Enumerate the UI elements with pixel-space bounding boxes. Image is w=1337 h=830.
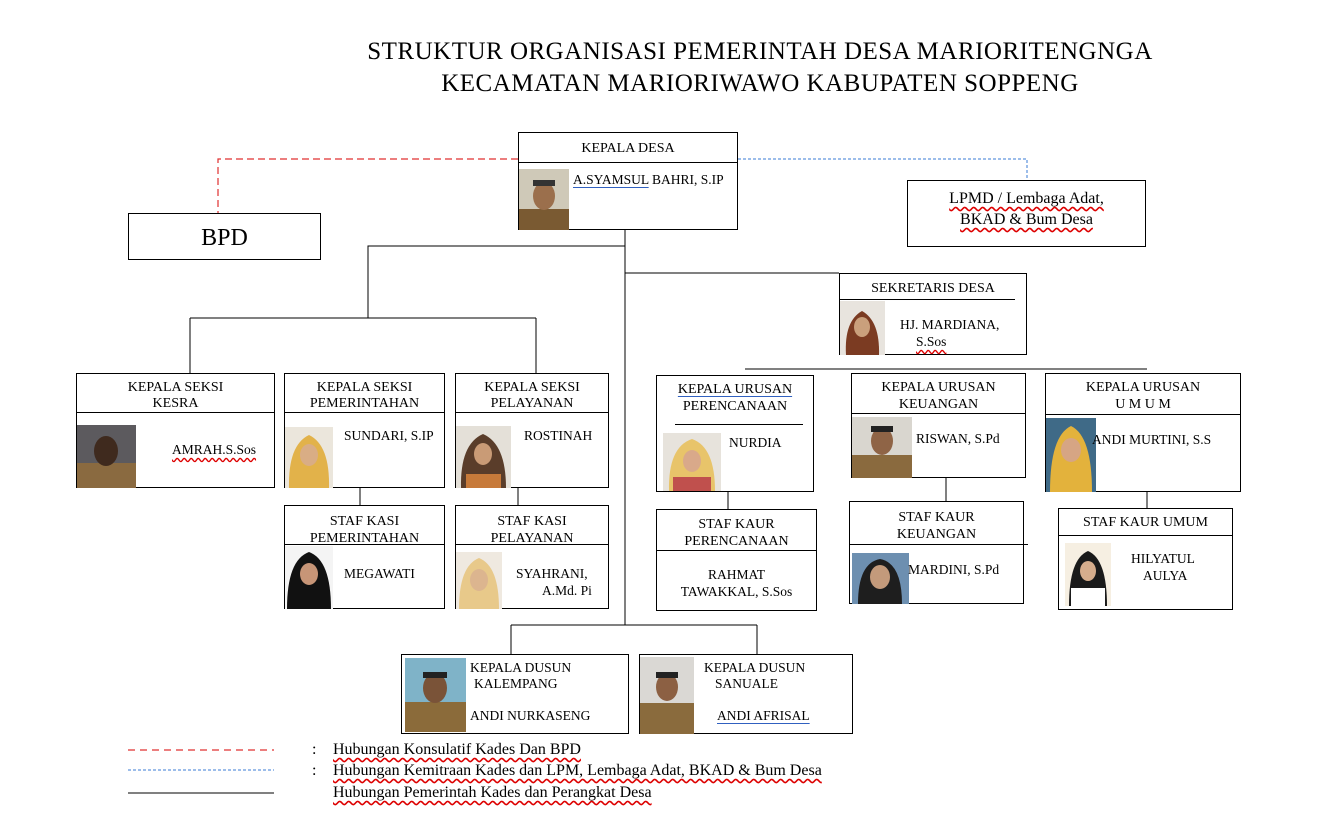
staf-kasi-pemerintahan-role2: PEMERINTAHAN bbox=[309, 531, 420, 546]
kepala-desa-photo bbox=[519, 169, 569, 230]
kaur-keuangan-role1: KEPALA URUSAN bbox=[881, 380, 996, 395]
staf-kasi-pelayanan-role2: PELAYANAN bbox=[490, 531, 574, 546]
staf-kaur-perencanaan-box: STAF KAUR PERENCANAAN RAHMAT TAWAKKAL, S… bbox=[656, 509, 817, 611]
lpmd-line1: LPMD / Lembaga Adat, bbox=[949, 190, 1104, 207]
kaur-umum-name: ANDI MURTINI, S.S bbox=[1092, 432, 1212, 447]
lpmd-line2: BKAD & Bum Desa bbox=[960, 211, 1093, 228]
staf-kaur-keuangan-name: MARDINI, S.Pd bbox=[908, 562, 1000, 577]
seksi-pelayanan-role1: KEPALA SEKSI bbox=[484, 380, 580, 395]
seksi-kesra-photo bbox=[77, 425, 136, 488]
staf-kaur-keuangan-box: STAF KAUR KEUANGAN MARDINI, S.Pd bbox=[849, 501, 1028, 604]
chart-title-line1: STRUKTUR ORGANISASI PEMERINTAH DESA MARI… bbox=[367, 38, 1153, 65]
kaur-keuangan-photo bbox=[852, 417, 912, 478]
sekretaris-photo bbox=[840, 301, 885, 355]
staf-kasi-pelayanan-name2: A.Md. Pi bbox=[542, 583, 592, 598]
kepala-desa-name-b: BAHRI, S.IP bbox=[648, 172, 724, 187]
staf-kaur-umum-photo bbox=[1065, 543, 1111, 606]
seksi-kesra-role1: KEPALA SEKSI bbox=[127, 380, 224, 395]
dusun-sanuale-role2: SANUALE bbox=[715, 676, 778, 691]
staf-kaur-keuangan-role2: KEUANGAN bbox=[896, 527, 977, 542]
seksi-pelayanan-photo bbox=[456, 426, 511, 488]
staf-kaur-perencanaan-role2: PERENCANAAN bbox=[684, 534, 789, 549]
kaur-perencanaan-box: KEPALA URUSAN PERENCANAAN NURDIA bbox=[656, 375, 814, 492]
kaur-umum-role1: KEPALA URUSAN bbox=[1085, 380, 1201, 395]
seksi-pelayanan-role2: PELAYANAN bbox=[490, 396, 574, 411]
legend-text-2: Hubungan Kemitraan Kades dan LPM, Lembag… bbox=[333, 762, 822, 779]
legend-colon-1: : bbox=[312, 741, 317, 758]
legend-text-1: Hubungan Konsulatif Kades Dan BPD bbox=[333, 741, 581, 758]
seksi-pelayanan-name: ROSTINAH bbox=[524, 428, 593, 443]
staf-kasi-pemerintahan-box: STAF KASI PEMERINTAHAN MEGAWATI bbox=[284, 505, 445, 609]
staf-kasi-pelayanan-name1: SYAHRANI, bbox=[516, 566, 588, 581]
bpd-relation-line bbox=[217, 158, 518, 213]
lpmd-relation-line bbox=[738, 158, 1028, 180]
kepala-desa-name-a: A.SYAMSUL bbox=[573, 172, 649, 187]
sekretaris-box: SEKRETARIS DESA HJ. MARDIANA, S.Sos bbox=[839, 273, 1027, 355]
legend-text-3: Hubungan Pemerintah Kades dan Perangkat … bbox=[333, 784, 652, 801]
kaur-keuangan-role2: KEUANGAN bbox=[898, 397, 979, 412]
kaur-keuangan-name: RISWAN, S.Pd bbox=[916, 431, 1000, 446]
dusun-kalempang-role2: KALEMPANG bbox=[474, 676, 558, 691]
legend-colon-2: : bbox=[312, 762, 317, 779]
sekretaris-name2: S.Sos bbox=[916, 334, 947, 349]
seksi-pemerintahan-role1: KEPALA SEKSI bbox=[316, 380, 413, 395]
sekretaris-role: SEKRETARIS DESA bbox=[871, 281, 995, 296]
dusun-sanuale-box: KEPALA DUSUN SANUALE ANDI AFRISAL bbox=[639, 654, 853, 734]
staf-kasi-pemerintahan-role1: STAF KASI bbox=[329, 514, 400, 529]
dusun-kalempang-photo bbox=[405, 658, 466, 732]
kepala-desa-box: KEPALA DESA A.SYAMSUL BAHRI, S.IP bbox=[518, 132, 738, 230]
seksi-kesra-role2: KESRA bbox=[152, 396, 199, 411]
bpd-box: BPD bbox=[128, 213, 321, 260]
dusun-sanuale-photo bbox=[640, 657, 694, 734]
seksi-branch-line bbox=[367, 245, 625, 318]
kaur-perencanaan-name: NURDIA bbox=[729, 435, 782, 450]
seksi-pemerintahan-role2: PEMERINTAHAN bbox=[309, 396, 420, 411]
kaur-perencanaan-photo bbox=[663, 433, 721, 491]
staf-kaur-umum-role1: STAF KAUR UMUM bbox=[1083, 515, 1208, 530]
staf-kasi-pemerintahan-name: MEGAWATI bbox=[344, 566, 415, 581]
kaur-perencanaan-role2: PERENCANAAN bbox=[682, 399, 788, 414]
staf-kaur-umum-box: STAF KAUR UMUM HILYATUL AULYA bbox=[1058, 508, 1233, 610]
dusun-kalempang-name: ANDI NURKASENG bbox=[470, 708, 591, 723]
kaur-umum-role2: U M U M bbox=[1115, 397, 1171, 412]
kepala-desa-role: KEPALA DESA bbox=[581, 141, 675, 156]
staf-kasi-pelayanan-photo bbox=[456, 552, 502, 609]
kaur-umum-photo bbox=[1046, 418, 1096, 492]
staf-kasi-pelayanan-role1: STAF KASI bbox=[497, 514, 567, 529]
seksi-kesra-box: KEPALA SEKSI KESRA AMRAH.S.Sos bbox=[76, 373, 275, 488]
sekretaris-name1: HJ. MARDIANA, bbox=[900, 317, 1000, 332]
chart-title-line2: KECAMATAN MARIORIWAWO KABUPATEN SOPPENG bbox=[441, 70, 1079, 97]
staf-kasi-pemerintahan-photo bbox=[285, 546, 333, 609]
bpd-label: BPD bbox=[201, 225, 248, 251]
dusun-sanuale-name: ANDI AFRISAL bbox=[717, 708, 810, 723]
staf-kaur-umum-name1: HILYATUL bbox=[1131, 551, 1195, 566]
seksi-pelayanan-box: KEPALA SEKSI PELAYANAN ROSTINAH bbox=[455, 373, 609, 488]
staf-kaur-keuangan-photo bbox=[852, 553, 909, 604]
kaur-perencanaan-role1: KEPALA URUSAN bbox=[677, 382, 793, 397]
lpmd-box: LPMD / Lembaga Adat, BKAD & Bum Desa bbox=[907, 180, 1146, 247]
dusun-kalempang-role1: KEPALA DUSUN bbox=[470, 660, 572, 675]
staf-kaur-perencanaan-name2: TAWAKKAL, S.Sos bbox=[680, 584, 793, 599]
staf-kaur-keuangan-role1: STAF KAUR bbox=[898, 510, 975, 525]
staf-kaur-umum-name2: AULYA bbox=[1143, 568, 1188, 583]
seksi-pemerintahan-photo bbox=[285, 427, 333, 488]
dusun-sanuale-role1: KEPALA DUSUN bbox=[704, 660, 806, 675]
kaur-keuangan-box: KEPALA URUSAN KEUANGAN RISWAN, S.Pd bbox=[851, 373, 1026, 478]
staf-kasi-pelayanan-box: STAF KASI PELAYANAN SYAHRANI, A.Md. Pi bbox=[455, 505, 609, 609]
staf-kaur-perencanaan-role1: STAF KAUR bbox=[698, 517, 775, 532]
kaur-umum-box: KEPALA URUSAN U M U M ANDI MURTINI, S.S bbox=[1045, 373, 1241, 492]
staf-kaur-perencanaan-name1: RAHMAT bbox=[707, 567, 765, 582]
dusun-kalempang-box: KEPALA DUSUN KALEMPANG ANDI NURKASENG bbox=[401, 654, 629, 734]
seksi-pemerintahan-name: SUNDARI, S.IP bbox=[344, 428, 434, 443]
seksi-pemerintahan-box: KEPALA SEKSI PEMERINTAHAN SUNDARI, S.IP bbox=[284, 373, 445, 488]
seksi-kesra-name: AMRAH.S.Sos bbox=[172, 442, 257, 457]
